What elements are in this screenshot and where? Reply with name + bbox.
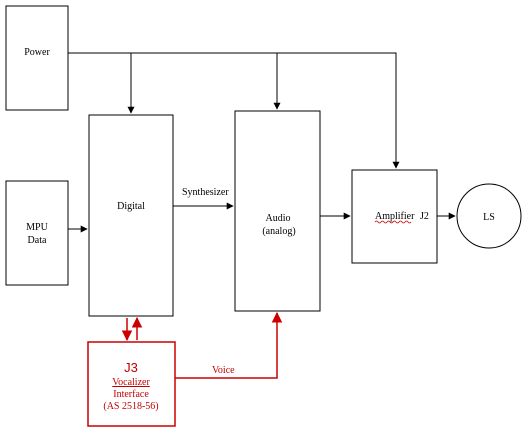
spellcheck-underline	[374, 220, 412, 224]
power-bus-line	[68, 52, 400, 169]
vocalizer-interface-block	[87, 341, 176, 427]
voice-to-audio-arrow	[175, 311, 283, 379]
mpu-data-label: Data	[28, 235, 47, 246]
loudspeaker-label: LS	[483, 212, 495, 223]
synthesizer-label: Synthesizer	[182, 187, 229, 198]
power-block	[5, 5, 69, 111]
voice-label: Voice	[212, 365, 235, 376]
mpu-label: MPU	[26, 222, 48, 233]
audio-block	[234, 110, 321, 312]
part-number-label: (AS 2518-56)	[103, 401, 158, 412]
audio-analog-label: (analog)	[262, 226, 295, 237]
digital-label: Digital	[117, 201, 145, 212]
interface-label: Interface	[113, 389, 149, 400]
mpu-data-block	[5, 180, 69, 286]
connector-j2-label: J2	[420, 211, 429, 222]
power-label: Power	[24, 47, 50, 58]
connector-j3-label: J3	[124, 360, 138, 375]
digital-block	[88, 114, 174, 317]
amplifier-label: Amplifier	[375, 211, 415, 222]
loudspeaker-circle	[456, 183, 522, 249]
amplifier-block	[351, 169, 438, 264]
audio-label: Audio	[266, 213, 291, 224]
vocalizer-label: Vocalizer	[112, 377, 150, 388]
